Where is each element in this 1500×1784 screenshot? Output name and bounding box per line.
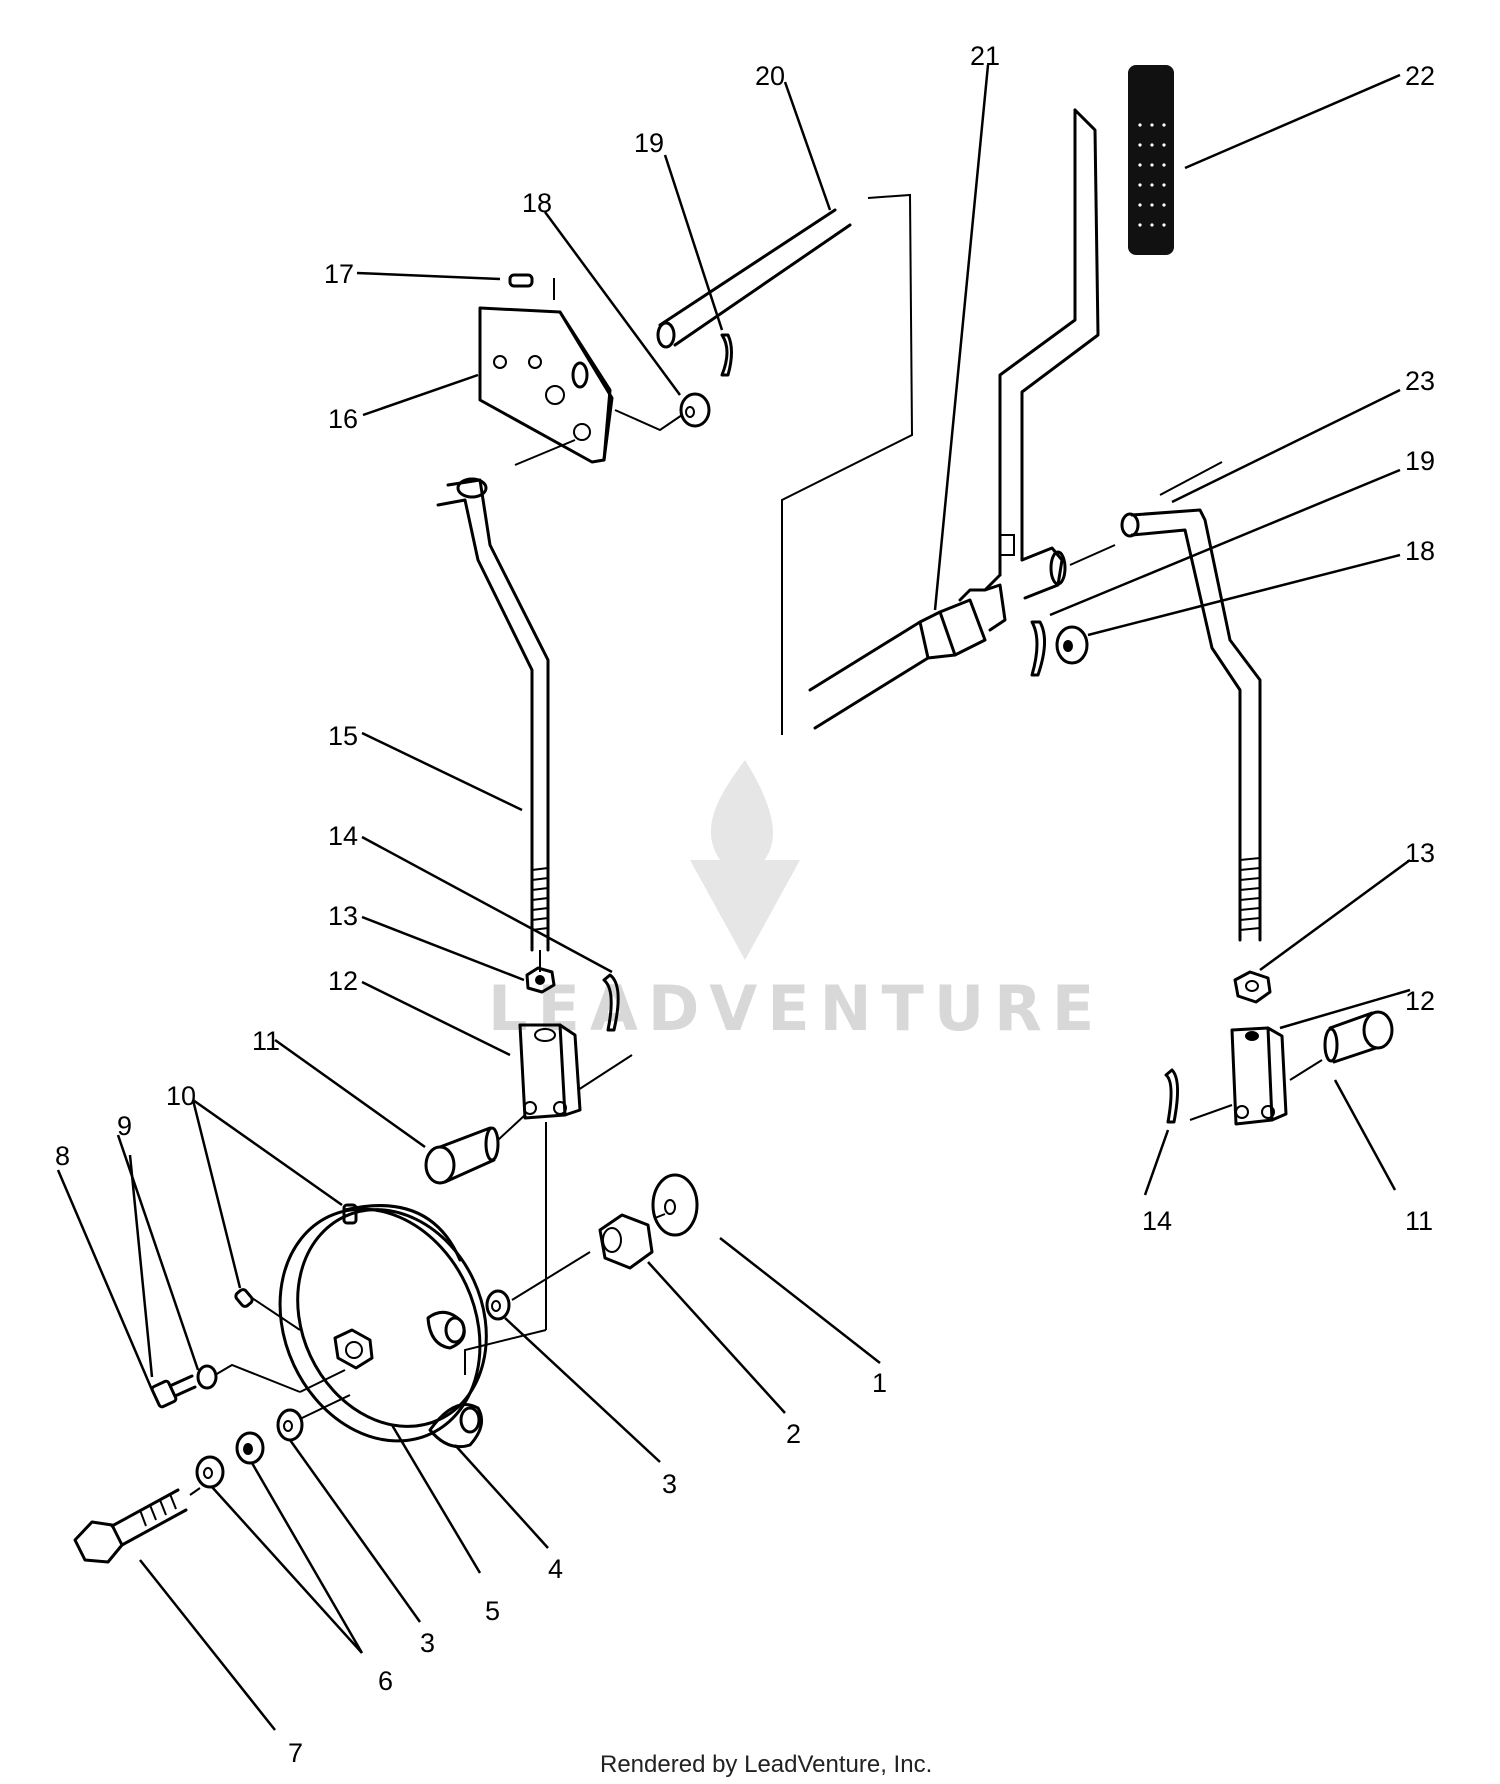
callout-numbers: 20 19 18 17 16 21 22 23 19 18 15 14 13 1… [55, 41, 1435, 1768]
axis-line [654, 1213, 666, 1219]
axis-line [214, 1363, 301, 1393]
assembly-outline [514, 439, 576, 466]
callout-12: 12 [328, 966, 358, 996]
nut-13-left [525, 966, 556, 994]
callout-19: 19 [634, 128, 664, 158]
watermark-text: LEADVENTURE [488, 972, 1104, 1045]
cotter-pin-19-right [1030, 620, 1046, 677]
nut-13-right [1233, 970, 1272, 1004]
callout-20: 20 [755, 61, 785, 91]
pedal-pad-22 [1128, 65, 1174, 255]
clevis-pin-11-left [424, 1126, 500, 1185]
callout-23: 23 [1405, 366, 1435, 396]
lock-washer-9 [196, 1364, 218, 1390]
callout-21: 21 [970, 41, 1000, 71]
clevis-12-left [518, 1023, 582, 1120]
callout-17: 17 [324, 259, 354, 289]
callout-12-right: 12 [1405, 986, 1435, 1016]
axis-line [464, 1329, 547, 1375]
washer-6a [235, 1431, 265, 1465]
axis-line [577, 1054, 633, 1091]
callout-15: 15 [328, 721, 358, 751]
pin-17 [508, 273, 534, 288]
callout-9: 9 [117, 1111, 132, 1141]
arm-link-upper [426, 1310, 466, 1350]
callout-13-right: 13 [1405, 838, 1435, 868]
callout-6: 6 [378, 1666, 393, 1696]
callout-19-right: 19 [1405, 446, 1435, 476]
nut-2 [598, 1213, 654, 1270]
callout-18: 18 [522, 188, 552, 218]
callout-3-lower: 3 [420, 1628, 435, 1658]
pedal-arm-21 [808, 108, 1100, 730]
bracket-plate-16 [478, 306, 614, 464]
callout-13: 13 [328, 901, 358, 931]
callout-7: 7 [288, 1738, 303, 1768]
v-logo-icon [690, 860, 800, 960]
arm-link-lower-4 [428, 1403, 484, 1449]
cotter-pin-14-left [602, 973, 620, 1032]
grease-fitting-10b [234, 1288, 254, 1308]
axis-line [1189, 1104, 1233, 1121]
cotter-pin-19-left [720, 333, 733, 377]
rod-20 [656, 208, 852, 349]
axis-line [189, 1487, 201, 1496]
cotter-pin-14-right [1164, 1068, 1179, 1124]
leader-lines [56, 64, 1411, 1731]
axis-line [301, 1394, 351, 1419]
callout-4: 4 [548, 1554, 563, 1584]
assembly-outline [781, 193, 914, 735]
axis-line [1159, 461, 1223, 496]
rod-15 [436, 477, 550, 952]
callout-8: 8 [55, 1141, 70, 1171]
washer-18-left [679, 392, 711, 428]
callout-11-right: 11 [1405, 1206, 1433, 1236]
assembly-outline [614, 409, 683, 432]
axis-line [1289, 1059, 1323, 1081]
axis-line [511, 1251, 591, 1301]
clevis-pin-11-right [1323, 1010, 1394, 1064]
callout-5: 5 [485, 1596, 500, 1626]
washer-18-right [1055, 625, 1089, 665]
grease-fitting-10a [342, 1203, 358, 1225]
clevis-12-right [1230, 1026, 1288, 1126]
axis-line [299, 1369, 346, 1393]
bolt-7 [73, 1488, 188, 1564]
washer-6b [195, 1455, 225, 1489]
washer-3-lower [276, 1408, 304, 1442]
callout-1: 1 [872, 1368, 887, 1398]
callout-16: 16 [328, 404, 358, 434]
axis-line [251, 1297, 301, 1331]
callout-14-right: 14 [1142, 1206, 1172, 1236]
callout-14: 14 [328, 821, 358, 851]
flame-logo-icon [710, 760, 773, 873]
washer-1 [651, 1173, 699, 1237]
axis-line [497, 1114, 526, 1141]
rod-23 [1120, 508, 1262, 942]
bolt-8 [150, 1374, 197, 1409]
axis-line [1069, 544, 1116, 566]
watermark: LEADVENTURE [488, 760, 1104, 1045]
callout-11: 11 [252, 1026, 280, 1056]
callout-22: 22 [1405, 61, 1435, 91]
callout-2: 2 [786, 1419, 801, 1449]
callout-3-upper: 3 [662, 1469, 677, 1499]
callout-10: 10 [166, 1081, 196, 1111]
washer-3-upper [485, 1289, 511, 1321]
footer-credit: Rendered by LeadVenture, Inc. [600, 1751, 932, 1778]
callout-18-right: 18 [1405, 536, 1435, 566]
hub-nut [333, 1328, 374, 1370]
